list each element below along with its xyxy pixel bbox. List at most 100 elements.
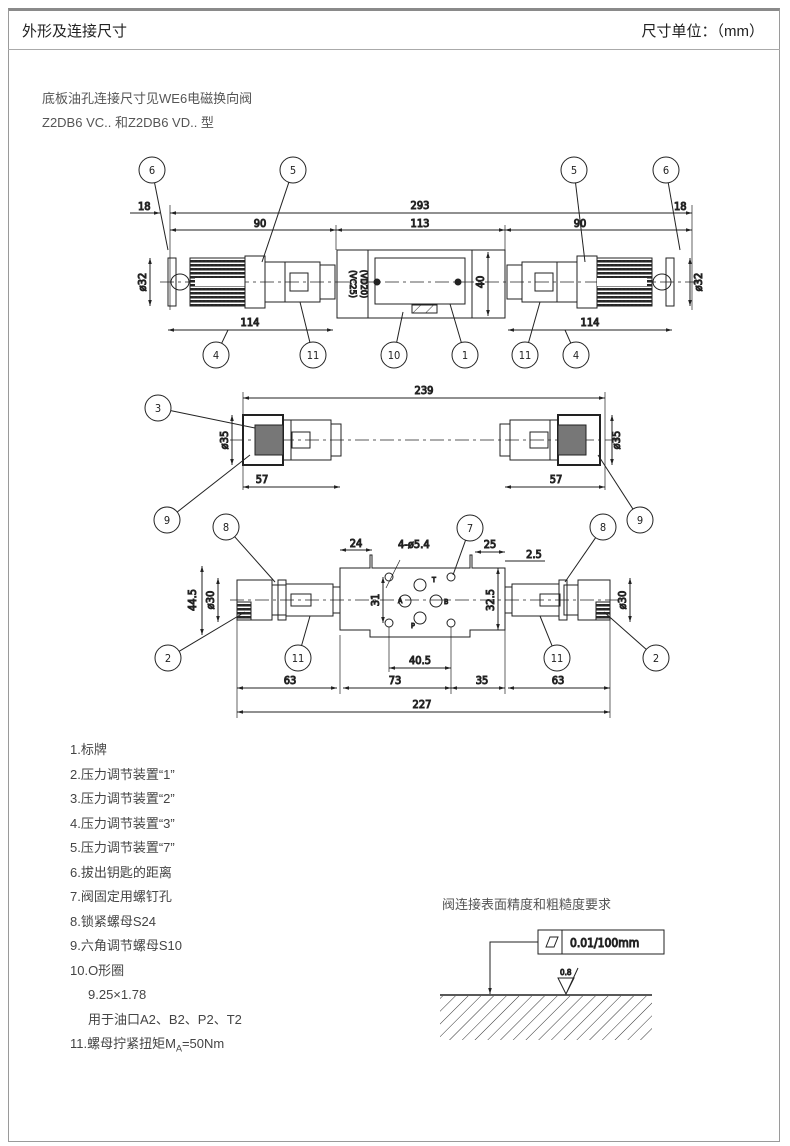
leader-line [170,410,256,429]
balloon-circle [299,341,327,369]
legend-item: 10.O形圈 [70,962,125,978]
balloon-circle [154,644,182,672]
balloon-circle [279,156,307,184]
balloon-number: 9 [637,514,643,527]
leader-line [261,182,290,263]
balloon-number: 4 [573,349,579,362]
dim-4-holes: 4-ø5.4 [398,538,430,551]
callout-balloon-1: 1 [449,303,479,369]
dim-113: 113 [411,217,430,230]
vd-marking: (VD20) [358,270,368,298]
balloon-circle [212,513,240,541]
leader-line [597,454,634,510]
balloon-circle [543,644,571,672]
balloon-circle [138,156,166,184]
legend-item: 6.拔出钥匙的距离 [70,864,172,880]
flatness-icon [545,936,559,948]
legend-text: 11.螺母拧紧扭矩M [70,1036,176,1051]
dim-40-5: 40.5 [409,654,431,667]
legend-item: 3.压力调节装置“2” [70,791,175,806]
callout-balloon-11: 11 [299,301,327,369]
callout-balloon-7: 7 [452,514,484,576]
balloon-number: 2 [165,652,171,665]
dim-114-left: 114 [241,316,260,329]
dim-31: 31 [369,594,382,607]
balloon-number: 6 [149,164,155,177]
bottom-view: A B P T 24 4-ø5.4 25 2.5 44.5 ø30 [186,537,632,718]
leader-line [564,329,572,344]
balloon-number: 5 [290,164,296,177]
callout-balloon-8: 8 [564,513,617,583]
dim-57-left: 57 [256,473,269,486]
dim-114-right: 114 [581,316,600,329]
legend-item: 5.压力调节装置“7” [70,840,175,855]
leader-line [667,182,681,251]
flatness-value: 0.01/100mm [570,936,639,950]
dim-25: 25 [484,538,497,551]
leader-line [564,537,597,583]
dim-35: 35 [476,674,489,687]
callout-balloon-11: 11 [284,615,312,672]
port-p: P [411,622,415,630]
dim-30-right: ø30 [616,591,629,610]
legend-item: 9.25×1.78 [88,987,147,1002]
balloon-circle [511,341,539,369]
leader-line [539,615,553,647]
balloon-circle [589,513,617,541]
port-a: A [398,597,403,605]
callout-balloon-10: 10 [380,311,408,369]
balloon-number: 11 [307,349,320,362]
dim-30-left: ø30 [204,591,217,610]
section-title: 外形及连接尺寸 [22,23,128,40]
callout-balloon-5: 5 [261,156,307,263]
middle-view: 239 ø35 ø35 57 57 [218,384,624,490]
dim-293: 293 [411,199,430,212]
balloon-number: 10 [388,349,401,362]
callout-balloon-9: 9 [597,454,654,534]
dim-73: 73 [389,674,402,687]
balloon-circle [562,341,590,369]
balloon-number: 1 [462,349,468,362]
leader-line [575,182,586,263]
vc-marking: (VC25) [347,270,357,298]
balloon-number: 11 [551,652,564,665]
dim-2-5: 2.5 [526,548,542,561]
legend-item: 用于油口A2、B2、P2、T2 [88,1011,242,1027]
balloon-circle [284,644,312,672]
balloon-number: 8 [223,521,229,534]
callout-balloon-8: 8 [212,513,276,583]
leader-line [603,611,647,650]
callout-balloon-6: 6 [652,156,681,251]
balloon-circle [451,341,479,369]
balloon-circle [202,341,230,369]
dim-227: 227 [413,698,432,711]
leader-line [176,454,251,513]
callout-balloon-5: 5 [560,156,588,263]
legend-item: 4.压力调节装置“3” [70,815,175,831]
balloon-circle [144,394,172,422]
balloon-circle [626,506,654,534]
balloon-number: 8 [600,521,606,534]
page-frame [8,8,780,1142]
parts-legend: 1.标牌 2.压力调节装置“1” 3.压力调节装置“2” 4.压力调节装置“3”… [70,738,242,1061]
callout-balloon-4: 4 [562,329,590,369]
dim-63-left: 63 [284,674,297,687]
balloon-number: 9 [164,514,170,527]
dim-35-right: ø35 [610,431,623,450]
unit-label: 尺寸单位：（mm） [641,23,765,40]
balloon-circle [642,644,670,672]
leader-line [234,536,276,583]
balloon-number: 7 [467,522,473,535]
surface-requirement-diagram: 0.01/100mm 0.8 [440,929,665,1040]
callout-balloon-6: 6 [138,156,169,251]
balloon-number: 2 [653,652,659,665]
callout-balloon-3: 3 [144,394,256,429]
dim-32-left: ø32 [136,273,149,292]
callout-balloon-11: 11 [539,615,571,672]
balloon-circle [652,156,680,184]
dim-18-left: 18 [138,200,151,213]
callout-balloon-2: 2 [603,611,670,672]
leader-line [299,301,311,343]
